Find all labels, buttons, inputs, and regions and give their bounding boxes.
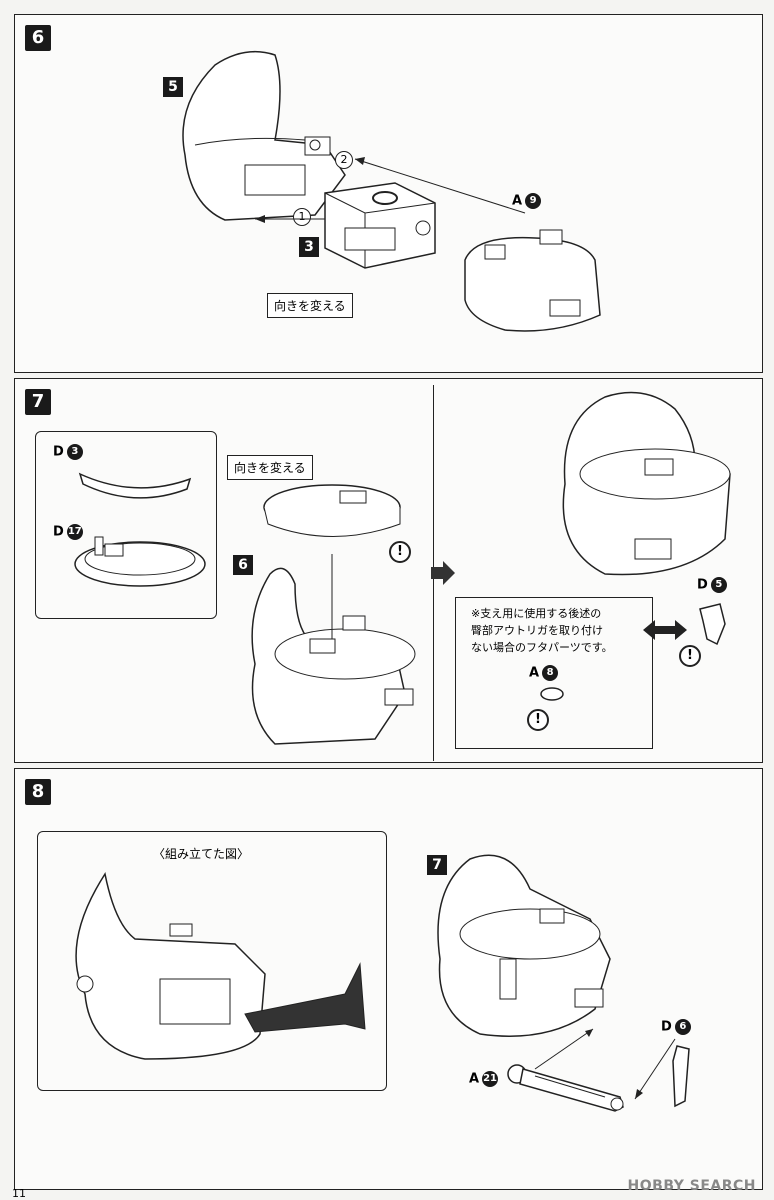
arrow-step-2: 2 — [335, 151, 353, 169]
step-6-ref-3-badge: 3 — [299, 237, 319, 257]
note-line-2: 臀部アウトリガを取り付け — [471, 624, 603, 637]
note-line-1: ※支え用に使用する後述の — [471, 607, 602, 620]
arm-part-d6-illustration — [672, 1045, 690, 1108]
step-8-ref-7-badge: 7 — [427, 855, 447, 875]
part-number: 21 — [482, 1071, 499, 1087]
step-7-badge: 7 — [25, 389, 51, 415]
outrigger-arm-a21-illustration — [507, 1064, 624, 1112]
step-6-ref-5-badge: 5 — [163, 77, 183, 97]
part-number: 17 — [66, 524, 83, 540]
step-8-caption: 〈組み立てた図〉 — [153, 847, 250, 861]
part-number: 8 — [542, 665, 559, 681]
base-disc-illustration — [74, 536, 206, 587]
step-6-rotate-label: 向きを変える — [267, 293, 353, 318]
step-7-caution-a8: ! — [527, 709, 549, 731]
part-number: 6 — [674, 1019, 691, 1035]
part-number: 5 — [710, 577, 727, 593]
arc-part-illustration — [78, 472, 192, 499]
step-6-badge: 6 — [25, 25, 51, 51]
part-letter: D — [53, 444, 64, 460]
part-letter: D — [697, 577, 708, 593]
step-7-rotate-label: 向きを変える — [227, 455, 313, 480]
step-8-arrows — [534, 1028, 676, 1100]
step-7-caution-d5: ! — [679, 645, 701, 667]
step-7-inset — [35, 431, 217, 619]
step-7-note: ※支え用に使用する後述の 臀部アウトリガを取り付け ない場合のフタパーツです。 — [461, 599, 623, 662]
step-7-caution-icon: ! — [389, 541, 411, 563]
part-letter: A — [529, 665, 540, 681]
front-cover-illustration — [464, 229, 601, 332]
cap-part-d5-illustration — [699, 603, 726, 646]
ring-part-illustration — [263, 484, 401, 537]
step-8-badge: 8 — [25, 779, 51, 805]
next-arrow-icon — [431, 561, 455, 585]
arrow-step-1: 1 — [293, 208, 311, 226]
part-letter: A — [469, 1071, 480, 1087]
swap-arrow-icon — [643, 620, 687, 640]
assembled-seat-illustration — [562, 391, 731, 576]
note-line-3: ない場合のフタパーツです。 — [471, 641, 613, 654]
page-number: 11 — [12, 1187, 26, 1200]
part-number: 9 — [525, 193, 542, 209]
step-7-ref-6-badge: 6 — [233, 555, 253, 575]
seat-with-outrigger-illustration — [437, 854, 611, 1037]
seat-shell-illustration — [182, 50, 346, 221]
assembled-diagram-illustration — [75, 872, 366, 1060]
part-letter: A — [512, 193, 523, 209]
part-number: 3 — [66, 444, 83, 460]
hobby-search-watermark: HOBBY SEARCH — [627, 1178, 756, 1194]
block-part-illustration — [324, 182, 436, 269]
part-letter: D — [661, 1019, 672, 1035]
seat-body-illustration — [251, 554, 416, 745]
cap-part-a8-illustration — [540, 687, 564, 701]
part-letter: D — [53, 524, 64, 540]
